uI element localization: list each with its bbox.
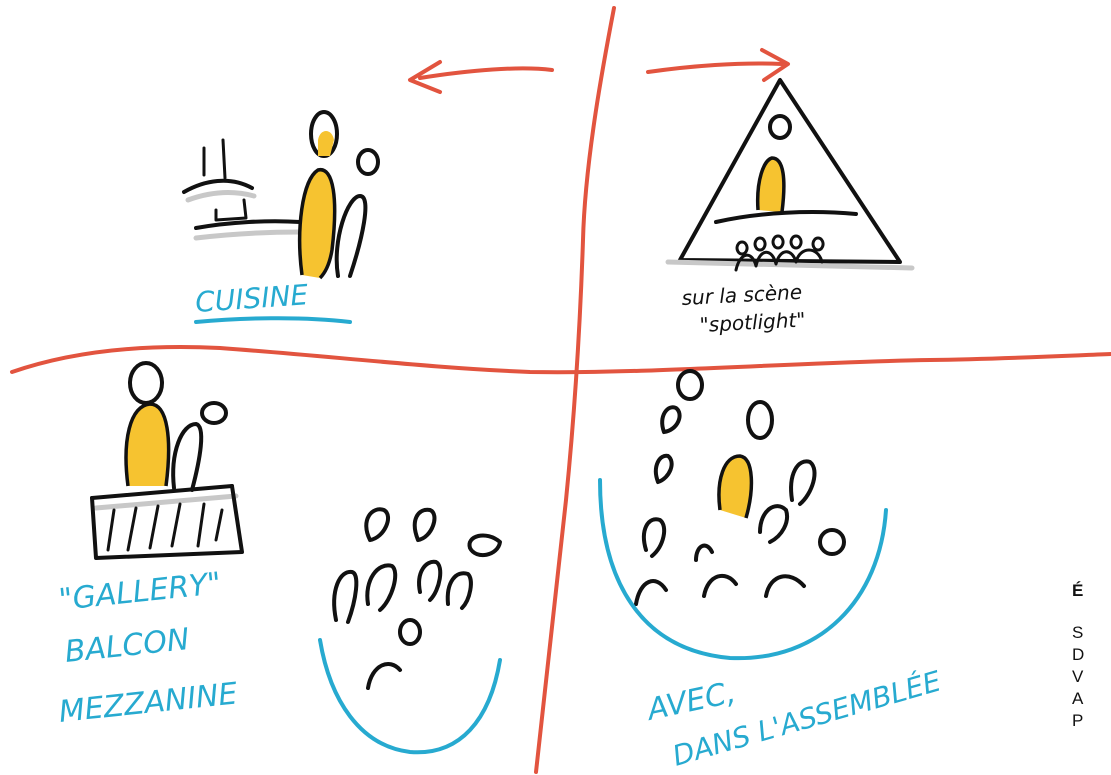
side-panel-line: P bbox=[1072, 711, 1084, 730]
side-panel-line: V bbox=[1072, 667, 1084, 686]
kitchen-counter-icon bbox=[182, 138, 303, 241]
crowd-bowl-icon bbox=[598, 369, 888, 661]
side-panel-line: S bbox=[1072, 623, 1084, 642]
horizontal-divider bbox=[10, 345, 1111, 375]
chef-figure bbox=[297, 110, 380, 280]
arrow-left-icon bbox=[408, 60, 554, 94]
stage-triangle-icon bbox=[665, 78, 915, 272]
audience-group-left bbox=[318, 507, 502, 755]
side-panel-title: É bbox=[1072, 581, 1084, 600]
balcony-icon bbox=[90, 361, 244, 560]
vertical-divider bbox=[534, 6, 616, 774]
arrow-right-icon bbox=[646, 48, 790, 82]
cuisine-underline bbox=[194, 316, 352, 324]
side-panel-line: D bbox=[1072, 645, 1085, 664]
side-panel-line: A bbox=[1072, 689, 1084, 708]
side-panel-text: É S D V A P bbox=[1072, 580, 1111, 732]
